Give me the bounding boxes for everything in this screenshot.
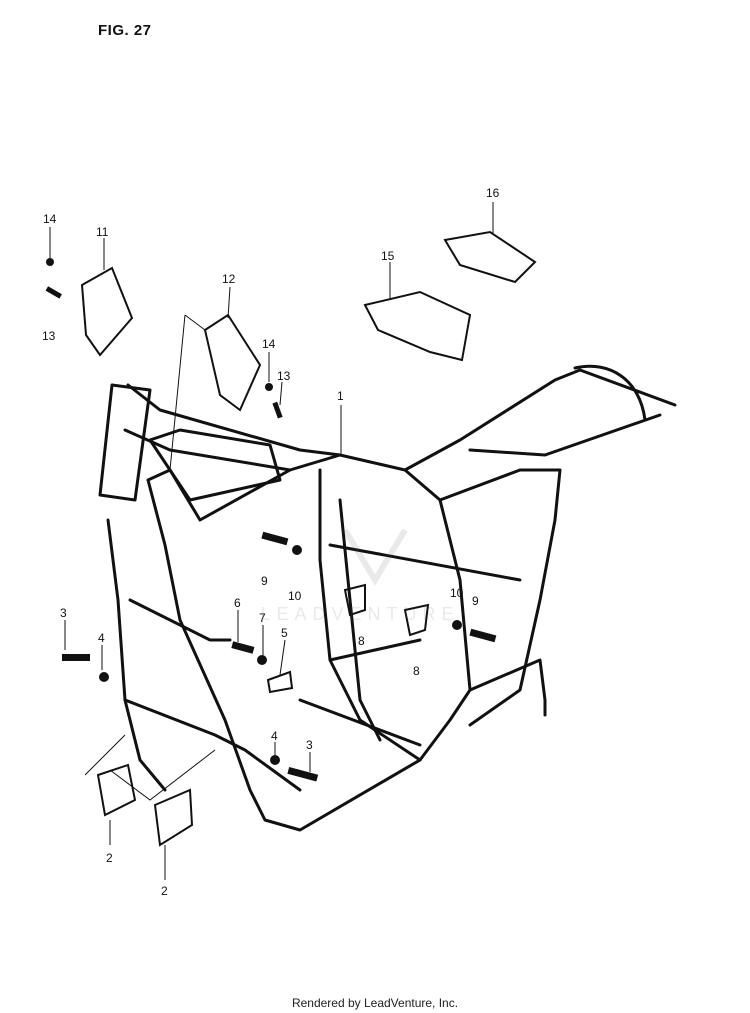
callout-2a: 2 bbox=[106, 851, 113, 865]
bracket-8b bbox=[403, 603, 430, 637]
nut-14-right bbox=[265, 383, 273, 391]
frame-seat-rail bbox=[403, 368, 677, 472]
bracket-2b bbox=[153, 788, 194, 847]
frame-rear-top bbox=[468, 413, 662, 457]
bolt-3-left bbox=[62, 654, 90, 661]
frame-cradle-inner bbox=[338, 498, 382, 742]
leader-12-group bbox=[169, 314, 206, 471]
callout-15: 15 bbox=[381, 249, 395, 263]
svg-text:LEADVENTURE: LEADVENTURE bbox=[260, 604, 459, 624]
battery-tray-15 bbox=[363, 290, 472, 362]
leader-12 bbox=[227, 286, 231, 319]
nut-4-right bbox=[270, 755, 280, 765]
bolt-9-right bbox=[469, 628, 497, 643]
callout-6: 6 bbox=[234, 596, 241, 610]
nut-7 bbox=[257, 655, 267, 665]
callout-13b: 13 bbox=[277, 369, 291, 383]
callout-11: 11 bbox=[96, 225, 109, 239]
callout-1: 1 bbox=[337, 389, 344, 403]
callout-8b: 8 bbox=[413, 664, 420, 678]
callout-5: 5 bbox=[281, 626, 288, 640]
callout-14a: 14 bbox=[43, 212, 57, 226]
nut-14-left bbox=[46, 258, 54, 266]
leader-5 bbox=[279, 639, 286, 676]
watermark-logo: LEADVENTURE bbox=[260, 528, 459, 624]
bolt-9-left bbox=[261, 531, 289, 546]
callout-2b: 2 bbox=[161, 884, 168, 898]
plate-12 bbox=[203, 313, 262, 412]
bolt-6 bbox=[231, 641, 255, 654]
frame-backbone bbox=[126, 383, 342, 457]
nut-10-right bbox=[452, 620, 462, 630]
frame-crossbar-mid bbox=[328, 543, 522, 582]
callout-9b: 9 bbox=[472, 594, 479, 608]
nut-4-left bbox=[99, 672, 109, 682]
frame-main-loop bbox=[146, 453, 472, 832]
frame-backbone-lower bbox=[123, 428, 292, 472]
bolt-3-right bbox=[287, 766, 319, 782]
frame-crossbar-bottom bbox=[298, 698, 422, 747]
nut-10-left bbox=[292, 545, 302, 555]
callout-4a: 4 bbox=[98, 631, 105, 645]
leader-2-group bbox=[84, 734, 216, 801]
frame-cross-member bbox=[128, 598, 232, 642]
frame-gusset bbox=[148, 428, 282, 502]
bracket-8a bbox=[343, 583, 366, 617]
callout-4b: 4 bbox=[271, 729, 278, 743]
callout-7: 7 bbox=[259, 611, 266, 625]
figure-title: FIG. 27 bbox=[98, 22, 152, 39]
callout-12: 12 bbox=[222, 272, 236, 286]
callout-9a: 9 bbox=[261, 574, 268, 588]
bolt-13-right bbox=[272, 401, 283, 419]
callout-14b: 14 bbox=[262, 337, 276, 351]
callout-3a: 3 bbox=[60, 606, 67, 620]
cover-16 bbox=[443, 230, 537, 284]
plate-11 bbox=[80, 266, 134, 357]
frame-rear-lower bbox=[468, 658, 547, 717]
callout-13a: 13 bbox=[42, 329, 56, 343]
bracket-2a bbox=[96, 763, 137, 817]
leader-13b bbox=[279, 381, 283, 406]
frame-rear-strut bbox=[438, 468, 562, 727]
callout-3b: 3 bbox=[306, 738, 313, 752]
callout-10b: 10 bbox=[450, 586, 464, 600]
frame-rear-loop bbox=[573, 364, 647, 422]
footer-credit: Rendered by LeadVenture, Inc. bbox=[291, 996, 459, 1010]
frame-lower-rail bbox=[123, 698, 302, 792]
callout-8a: 8 bbox=[358, 634, 365, 648]
callout-10a: 10 bbox=[288, 589, 302, 603]
frame-crossbar-low bbox=[328, 638, 422, 662]
frame-steering-head bbox=[98, 383, 152, 502]
bolt-13-left bbox=[45, 286, 62, 299]
bracket-5 bbox=[266, 670, 294, 694]
callout-16: 16 bbox=[486, 186, 500, 200]
frame-left-downtube bbox=[106, 518, 167, 792]
